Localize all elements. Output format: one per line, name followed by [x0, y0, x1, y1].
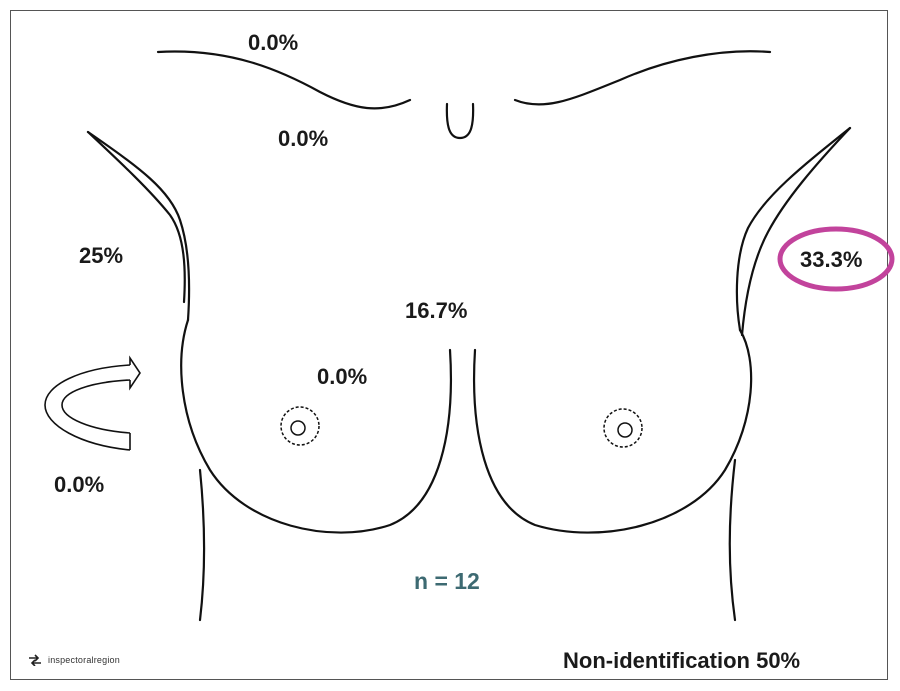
logo: inspectoralregion — [28, 654, 120, 666]
right-nipple — [291, 421, 305, 435]
left-areola — [604, 409, 642, 447]
left-axilla-label: 33.3% — [800, 249, 862, 271]
left-breast-outline — [474, 330, 751, 533]
back-label: 0.0% — [54, 474, 104, 496]
logo-text: inspectoralregion — [48, 655, 120, 665]
right-arm-inner — [88, 132, 185, 302]
right-breast-outline — [181, 320, 451, 533]
breast-inner-label: 0.0% — [317, 366, 367, 388]
shoulder-upper-label: 0.0% — [248, 32, 298, 54]
right-clavicle-line — [158, 52, 410, 109]
shoulder-lower-label: 0.0% — [278, 128, 328, 150]
sample-size-label: n = 12 — [414, 570, 480, 593]
right-torso-side — [200, 470, 204, 620]
right-axilla-label: 25% — [79, 245, 123, 267]
rotation-arrow-icon — [45, 358, 140, 450]
sternal-label: 16.7% — [405, 300, 467, 322]
logo-arrows-icon — [28, 654, 42, 666]
non-identification-label: Non-identification 50% — [563, 650, 800, 672]
sternal-notch — [447, 104, 473, 138]
left-nipple — [618, 423, 632, 437]
left-clavicle-line — [515, 51, 770, 104]
right-arm-outer — [88, 132, 189, 320]
left-torso-side — [730, 460, 735, 620]
right-areola — [281, 407, 319, 445]
